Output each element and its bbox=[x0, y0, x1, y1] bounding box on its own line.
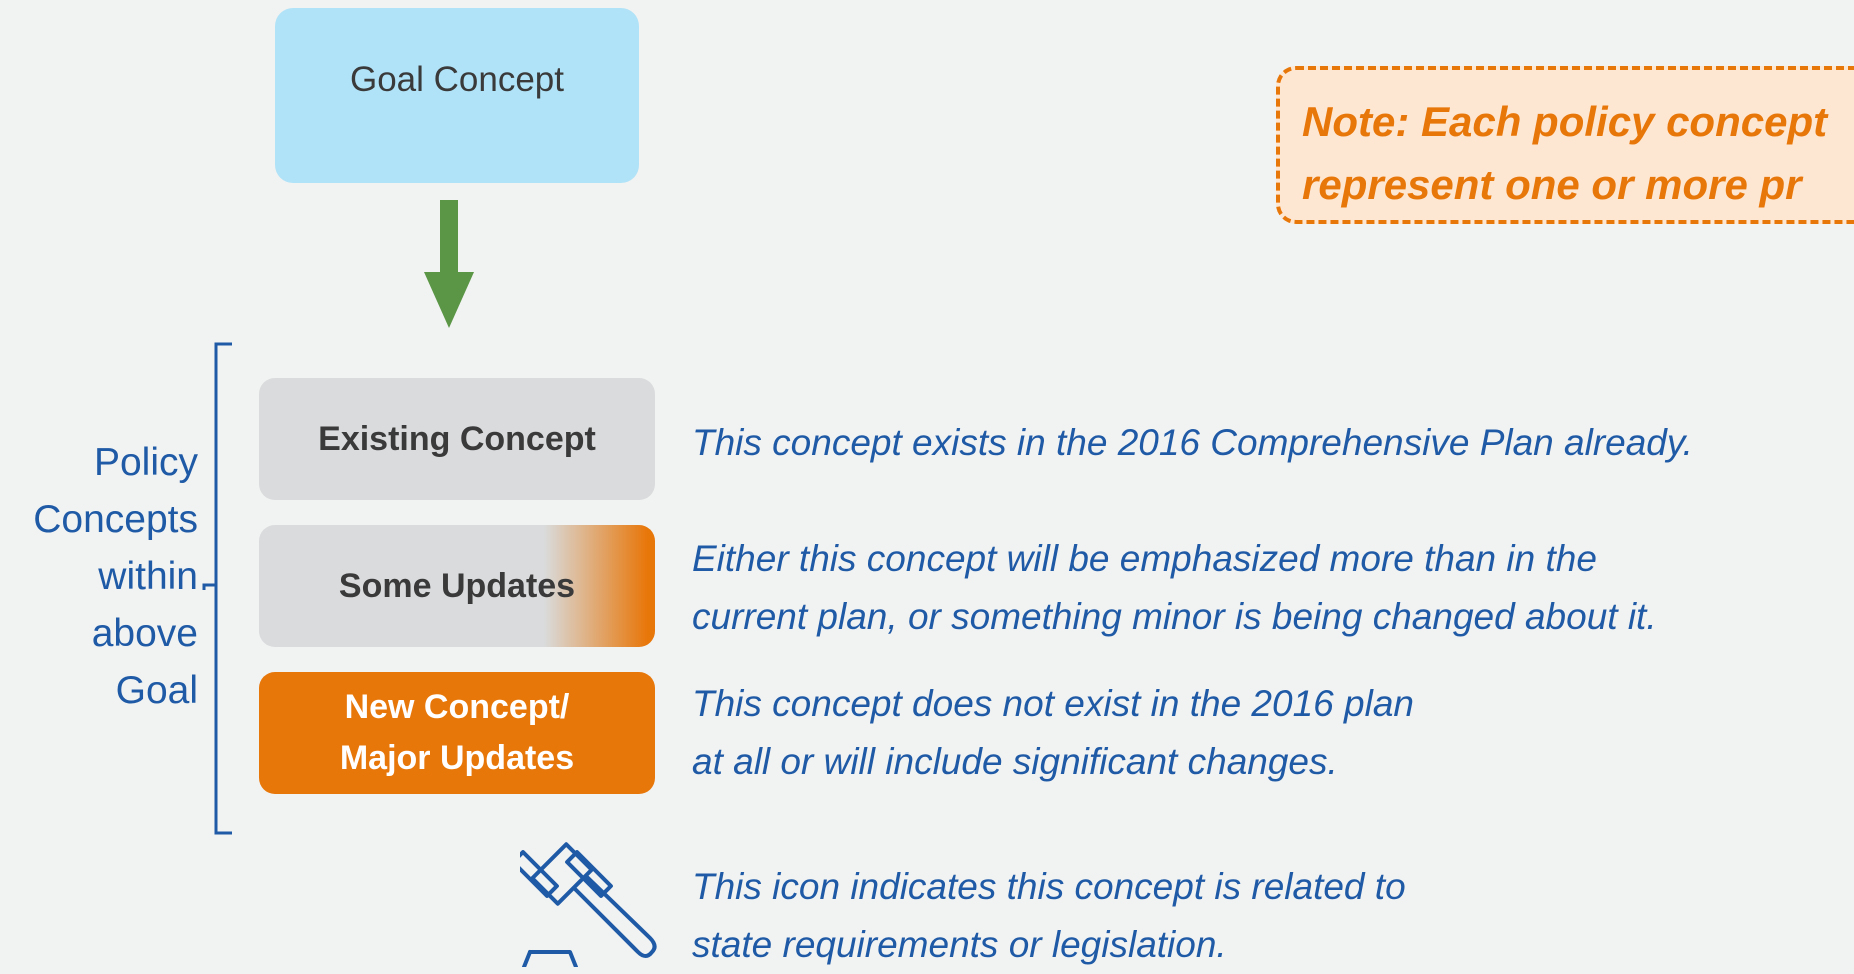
note-line-1: Note: Each policy concept bbox=[1302, 98, 1828, 145]
new-concept-description: This concept does not exist in the 2016 … bbox=[692, 683, 1414, 782]
existing-concept-description: This concept exists in the 2016 Comprehe… bbox=[692, 422, 1693, 463]
policy-label-line: within bbox=[98, 555, 198, 598]
policy-label-line: Goal bbox=[115, 669, 198, 712]
some-updates-label: Some Updates bbox=[338, 566, 576, 605]
policy-label-line: Policy bbox=[93, 441, 198, 484]
new-concept-box: New Concept/ Major Updates bbox=[259, 672, 655, 794]
existing-concept-box: Existing Concept bbox=[259, 378, 655, 500]
note-box: Note: Each policy concept represent one … bbox=[1276, 66, 1854, 224]
policy-concepts-label: Policy Concepts within above Goal bbox=[0, 434, 198, 719]
gavel-icon-description: This icon indicates this concept is rela… bbox=[692, 866, 1406, 965]
existing-concept-label: Existing Concept bbox=[318, 419, 596, 458]
down-arrow-icon bbox=[424, 200, 474, 328]
note-line-2: represent one or more pr bbox=[1302, 161, 1802, 208]
some-updates-box: Some Updates bbox=[259, 525, 655, 647]
goal-concept-box: Goal Concept bbox=[275, 8, 639, 183]
policy-label-line: Concepts bbox=[33, 498, 198, 541]
new-concept-label: New Concept/ Major Updates bbox=[339, 688, 575, 777]
policy-bracket bbox=[202, 342, 232, 835]
policy-label-line: above bbox=[91, 612, 198, 655]
goal-concept-label: Goal Concept bbox=[349, 59, 565, 99]
gavel-icon bbox=[520, 842, 657, 967]
some-updates-description: Either this concept will be emphasized m… bbox=[692, 538, 1657, 637]
